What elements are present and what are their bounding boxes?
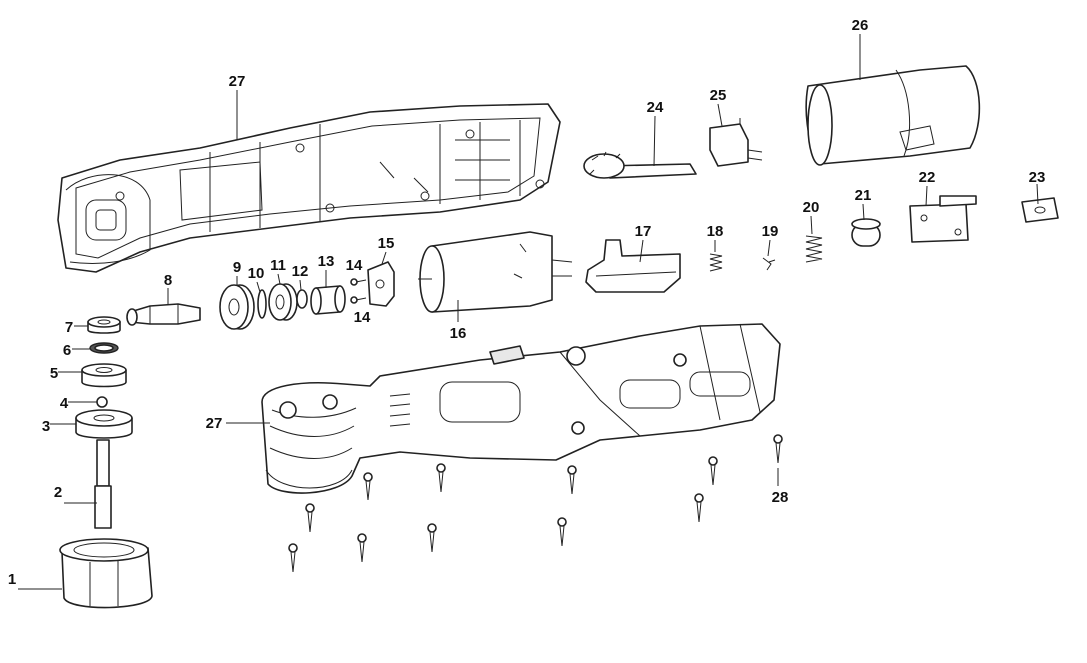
part-2-shaft (94, 439, 112, 529)
part-14-screws (350, 278, 367, 304)
part-15-motor-bracket (367, 261, 395, 307)
screw (288, 543, 298, 573)
part-8-spindle (126, 303, 201, 326)
part-10-washer (257, 289, 267, 319)
callout-9: 9 (233, 259, 241, 276)
part-17-trigger (585, 239, 681, 293)
callout-22: 22 (919, 169, 936, 186)
callout-1: 1 (8, 571, 16, 588)
callout-26: 26 (852, 17, 869, 34)
callout-14-top: 14 (346, 257, 363, 274)
callout-5: 5 (50, 365, 58, 382)
part-26-battery-pack (805, 65, 981, 166)
screw (694, 493, 704, 523)
callout-23: 23 (1029, 169, 1046, 186)
screw (427, 523, 437, 553)
part-23-label-plate (1021, 197, 1059, 223)
part-16-motor (418, 231, 573, 313)
callout-25: 25 (710, 87, 727, 104)
callout-14-bottom: 14 (354, 309, 371, 326)
part-7-nut (87, 316, 121, 334)
callout-28: 28 (772, 489, 789, 506)
callout-18: 18 (707, 223, 724, 240)
part-4-ball (96, 396, 108, 408)
part-18-spring (709, 253, 723, 272)
callout-16: 16 (450, 325, 467, 342)
callout-24: 24 (647, 99, 664, 116)
callout-17: 17 (635, 223, 652, 240)
part-24-led-board (583, 151, 697, 179)
screw (436, 463, 446, 493)
callout-6: 6 (63, 342, 71, 359)
screw (357, 533, 367, 563)
screw (567, 465, 577, 495)
assembled-tool-body (261, 323, 781, 494)
callout-10: 10 (248, 265, 265, 282)
part-1-collar-nut (59, 538, 153, 609)
callout-27-bottom: 27 (206, 415, 223, 432)
part-21-button (851, 218, 881, 247)
part-12-o-ring (296, 289, 308, 309)
screw (773, 434, 783, 464)
callout-12: 12 (292, 263, 309, 280)
part-25-terminal-block (709, 118, 763, 167)
callout-27-top: 27 (229, 73, 246, 90)
callout-labels: 1 2 3 4 5 6 7 8 9 10 11 12 13 14 14 15 1… (8, 17, 1046, 588)
part-9-bearing (219, 284, 255, 330)
part-20-spring (805, 235, 823, 263)
callout-3: 3 (42, 418, 50, 435)
screw-set (288, 434, 783, 573)
callout-7: 7 (65, 319, 73, 336)
part-5-bearing (81, 363, 127, 388)
callout-15: 15 (378, 235, 395, 252)
housing-half-upper (57, 103, 561, 273)
part-11-bearing (268, 283, 298, 321)
part-3-bearing (75, 409, 133, 439)
callout-4: 4 (60, 395, 69, 412)
leader-lines (18, 34, 1039, 590)
callout-8: 8 (164, 272, 172, 289)
screw (557, 517, 567, 547)
screw (363, 472, 373, 501)
callout-20: 20 (803, 199, 820, 216)
callout-13: 13 (318, 253, 335, 270)
callout-2: 2 (54, 484, 62, 501)
part-6-ring (89, 342, 119, 354)
screw (305, 503, 315, 533)
part-22-switch-module (909, 195, 977, 243)
callout-19: 19 (762, 223, 779, 240)
part-13-coupling (310, 285, 346, 315)
part-19-pin (762, 257, 776, 271)
callout-11: 11 (270, 257, 286, 274)
screw (708, 456, 718, 486)
callout-21: 21 (855, 187, 872, 204)
